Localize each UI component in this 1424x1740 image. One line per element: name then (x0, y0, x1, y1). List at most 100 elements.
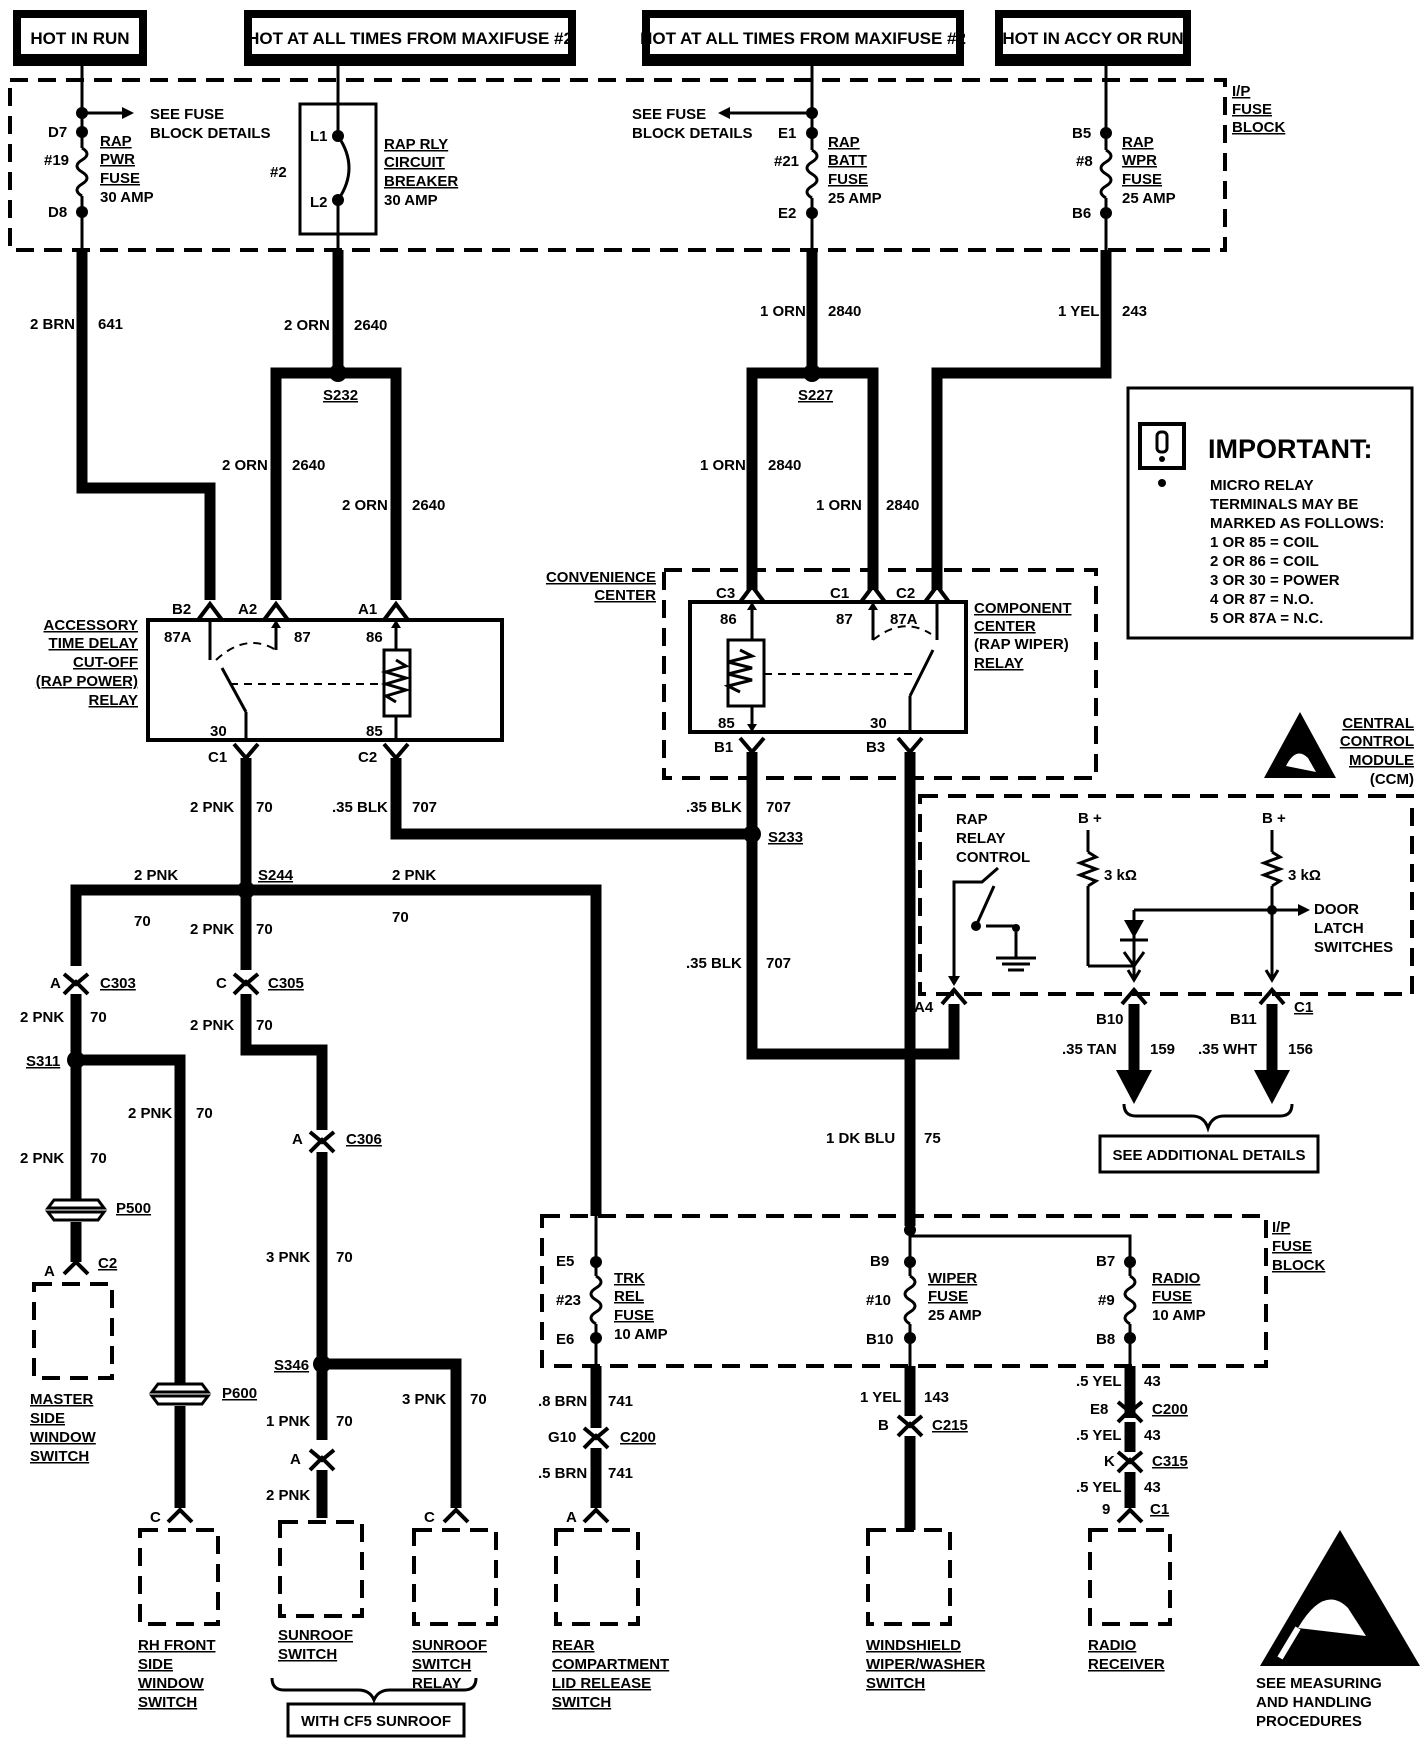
svg-text:.35 BLK: .35 BLK (332, 799, 388, 816)
svg-text:WINDOW: WINDOW (30, 1429, 97, 1446)
sunroof-relay-connector: C (424, 1507, 470, 1526)
svg-text:SWITCHES: SWITCHES (1314, 939, 1393, 956)
svg-text:BLOCK: BLOCK (1232, 119, 1285, 136)
wire-label-2840-left: 1 ORN 2840 (700, 457, 801, 474)
svg-text:3 PNK: 3 PNK (402, 1391, 446, 1408)
connector-p600: P600 (149, 1382, 257, 1406)
svg-text:RAP: RAP (1122, 134, 1154, 151)
wire-label-243: 1 YEL 243 (1058, 303, 1147, 320)
svg-text:2 PNK: 2 PNK (20, 1150, 64, 1167)
svg-text:70: 70 (134, 913, 151, 930)
windshield-label: WINDSHIELD WIPER/WASHER SWITCH (866, 1637, 985, 1692)
wire-70-c305 (240, 994, 328, 1130)
svg-text:BREAKER: BREAKER (384, 173, 458, 190)
svg-text:2 ORN: 2 ORN (342, 497, 388, 514)
header-hot-maxi-1-text: HOT AT ALL TIMES FROM MAXIFUSE #2 (247, 29, 573, 48)
wire-707-wiper (746, 752, 960, 1060)
windshield-wiper-washer-switch (866, 1528, 952, 1626)
svg-text:A2: A2 (238, 601, 257, 618)
wire-2840 (746, 250, 879, 590)
svg-text:LATCH: LATCH (1314, 920, 1364, 937)
svg-text:43: 43 (1144, 1373, 1161, 1390)
wire-label-70-right: 2 PNK 70 (392, 867, 436, 926)
wire-label-43-a: .5 YEL 43 (1076, 1373, 1161, 1390)
svg-text:REL: REL (614, 1288, 644, 1305)
svg-text:.5 YEL: .5 YEL (1076, 1373, 1122, 1390)
svg-text:1 DK BLU: 1 DK BLU (826, 1130, 895, 1147)
svg-text:E8: E8 (1090, 1401, 1108, 1418)
wire-707-acc (390, 758, 752, 840)
see-additional-brace (1122, 1103, 1294, 1133)
svg-text:C215: C215 (932, 1417, 968, 1434)
svg-text:25 AMP: 25 AMP (928, 1307, 982, 1324)
svg-text:.35 BLK: .35 BLK (686, 799, 742, 816)
svg-text:70: 70 (256, 799, 273, 816)
svg-text:C2: C2 (358, 749, 377, 766)
svg-text:E1: E1 (778, 125, 796, 142)
svg-text:C2: C2 (98, 1255, 117, 1272)
svg-text:3 kΩ: 3 kΩ (1288, 867, 1321, 884)
rap-wpr-fuse: B5 B6 #8 RAP WPR FUSE 25 AMP (1072, 80, 1176, 250)
splice-s227-dot (803, 364, 821, 382)
rap-batt-fuse: E1 E2 #21 RAP BATT FUSE 25 AMP (718, 80, 882, 250)
wire-label-741-b: .5 BRN 741 (538, 1465, 633, 1482)
svg-text:E6: E6 (556, 1331, 574, 1348)
svg-text:87: 87 (294, 629, 311, 646)
svg-text:25 AMP: 25 AMP (1122, 190, 1176, 207)
svg-text:A: A (50, 975, 61, 992)
svg-text:FUSE: FUSE (100, 170, 140, 187)
svg-text:B7: B7 (1096, 1253, 1115, 1270)
svg-text:SUNROOF: SUNROOF (412, 1637, 487, 1654)
wire-label-70-c305: 2 PNK 70 (190, 1017, 273, 1034)
svg-text:2640: 2640 (292, 457, 325, 474)
wire-label-43-b: .5 YEL 43 (1076, 1427, 1161, 1444)
svg-text:2 OR 86 = COIL: 2 OR 86 = COIL (1210, 553, 1319, 570)
connector-c215: B C215 (878, 1414, 968, 1438)
svg-text:WPR: WPR (1122, 152, 1157, 169)
svg-text:MARKED AS FOLLOWS:: MARKED AS FOLLOWS: (1210, 515, 1384, 532)
svg-text:.35 WHT: .35 WHT (1198, 1041, 1257, 1058)
rap-pwr-fuse: D7 D8 #19 RAP PWR FUSE 30 AMP (44, 80, 154, 250)
svg-text:2 PNK: 2 PNK (392, 867, 436, 884)
important-note: IMPORTANT: MICRO RELAY TERMINALS MAY BE … (1126, 386, 1414, 640)
svg-text:P600: P600 (222, 1385, 257, 1402)
wire-label-70-left: 2 PNK 70 (134, 867, 178, 930)
svg-text:9: 9 (1102, 1501, 1110, 1518)
svg-text:1 ORN: 1 ORN (760, 303, 806, 320)
svg-text:1 ORN: 1 ORN (700, 457, 746, 474)
svg-text:RECEIVER: RECEIVER (1088, 1656, 1165, 1673)
esd-note: SEE MEASURING AND HANDLING PROCEDURES (1256, 1675, 1382, 1730)
connector-c2-master: A C2 (44, 1255, 117, 1280)
see-fuse-block-details-right: SEE FUSE BLOCK DETAILS (632, 106, 753, 142)
svg-text:70: 70 (90, 1009, 107, 1026)
svg-text:B +: B + (1262, 810, 1286, 827)
fuse-icon (75, 146, 89, 198)
svg-text:CENTER: CENTER (974, 618, 1036, 635)
svg-text:A: A (290, 1451, 301, 1468)
master-switch-label: MASTER SIDE WINDOW SWITCH (30, 1391, 97, 1465)
svg-text:#23: #23 (556, 1292, 581, 1309)
svg-text:159: 159 (1150, 1041, 1175, 1058)
ccm-outline (918, 794, 1414, 996)
svg-text:FUSE: FUSE (928, 1288, 968, 1305)
svg-text:.5 YEL: .5 YEL (1076, 1427, 1122, 1444)
svg-text:A1: A1 (358, 601, 377, 618)
svg-text:SUNROOF: SUNROOF (278, 1627, 353, 1644)
svg-text:.35 TAN: .35 TAN (1062, 1041, 1117, 1058)
svg-text:RAP RLY: RAP RLY (384, 136, 448, 153)
wire-label-2840-top: 1 ORN 2840 (760, 303, 861, 320)
wire-label-70-mid: 2 PNK 70 (190, 921, 273, 938)
svg-text:.8 BRN: .8 BRN (538, 1393, 587, 1410)
svg-text:25 AMP: 25 AMP (828, 190, 882, 207)
svg-text:SIDE: SIDE (138, 1656, 173, 1673)
splice-s227-label: S227 (798, 387, 833, 404)
svg-text:RAP: RAP (956, 811, 988, 828)
see-fuse-block-details-left: SEE FUSE BLOCK DETAILS (150, 106, 271, 142)
svg-text:2 BRN: 2 BRN (30, 316, 75, 333)
svg-text:85: 85 (718, 715, 735, 732)
svg-text:CENTER: CENTER (594, 587, 656, 604)
svg-text:BLOCK: BLOCK (1272, 1257, 1325, 1274)
svg-text:C1: C1 (1150, 1501, 1169, 1518)
radio-receiver (1088, 1528, 1172, 1626)
